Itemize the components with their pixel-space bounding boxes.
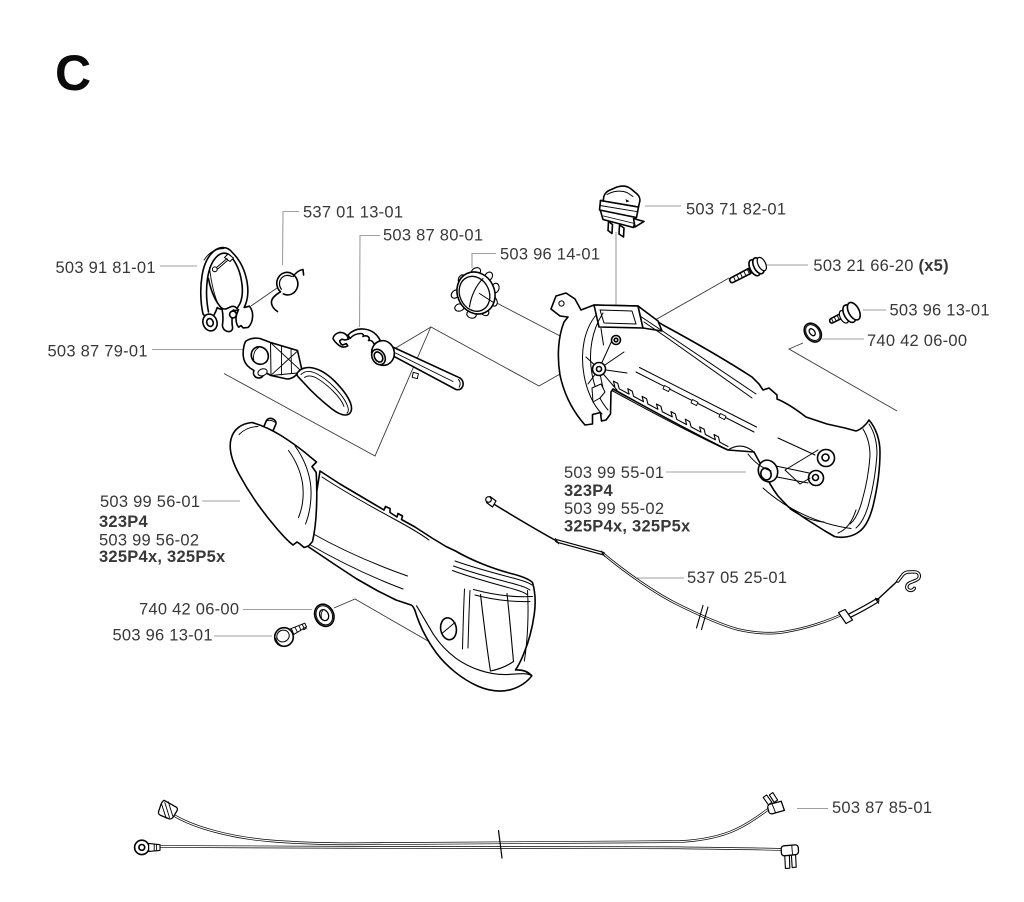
svg-text:323P4: 323P4: [99, 513, 149, 531]
svg-text:740 42 06-00: 740 42 06-00: [867, 332, 967, 350]
svg-text:503 87 80-01: 503 87 80-01: [383, 226, 483, 244]
svg-text:537 05 25-01: 537 05 25-01: [687, 569, 787, 587]
svg-text:537 01 13-01: 537 01 13-01: [303, 204, 403, 222]
svg-text:323P4: 323P4: [564, 482, 614, 500]
svg-text:325P4x, 325P5x: 325P4x, 325P5x: [99, 548, 226, 566]
svg-text:503 99 56-02: 503 99 56-02: [99, 532, 199, 550]
svg-text:503 91 81-01: 503 91 81-01: [56, 259, 156, 277]
svg-text:325P4x, 325P5x: 325P4x, 325P5x: [564, 518, 691, 536]
svg-text:740 42 06-00: 740 42 06-00: [139, 601, 239, 619]
svg-text:503 71 82-01: 503 71 82-01: [686, 201, 786, 219]
svg-text:503 87 79-01: 503 87 79-01: [48, 342, 148, 360]
svg-text:503 96 13-01: 503 96 13-01: [890, 302, 990, 320]
svg-text:503 96 13-01: 503 96 13-01: [113, 627, 213, 645]
svg-text:503 99 56-01: 503 99 56-01: [100, 493, 200, 511]
svg-text:503 99 55-01: 503 99 55-01: [564, 464, 664, 482]
svg-text:C: C: [55, 45, 91, 101]
svg-text:503 87 85-01: 503 87 85-01: [832, 799, 932, 817]
svg-text:503 96 14-01: 503 96 14-01: [500, 246, 600, 264]
svg-text:503 99 55-02: 503 99 55-02: [564, 500, 664, 518]
svg-text:503 21 66-20 (x5): 503 21 66-20 (x5): [813, 257, 948, 275]
